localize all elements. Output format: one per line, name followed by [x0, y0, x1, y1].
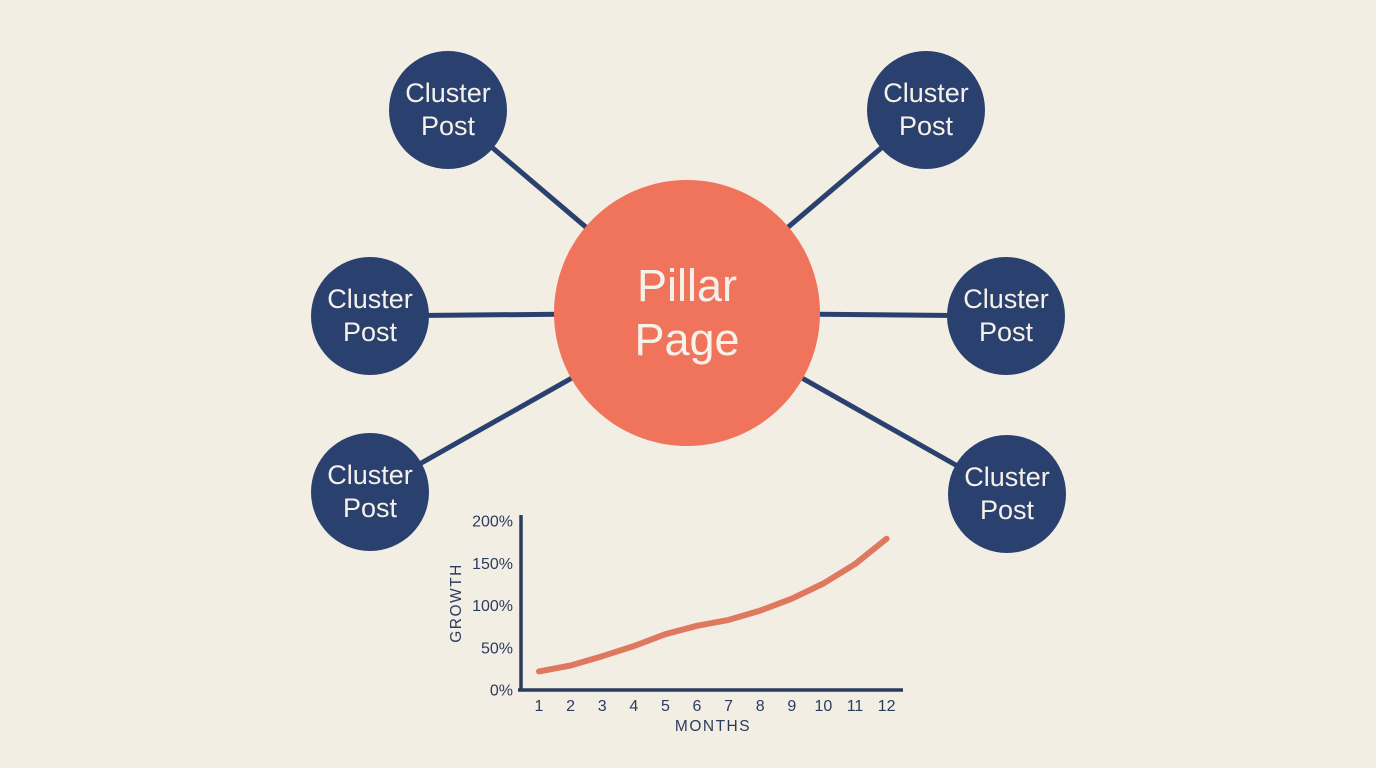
x-tick-label: 5 [661, 698, 670, 715]
x-tick-label: 6 [693, 698, 702, 715]
pillar-page-node: Pillar Page [554, 180, 820, 446]
cluster-post-label: Cluster Post [883, 78, 969, 141]
growth-line [536, 535, 890, 675]
x-tick-label: 1 [535, 698, 544, 715]
y-tick-label: 200% [472, 514, 513, 531]
y-axis-title: GROWTH [448, 563, 465, 643]
cluster-post-label: Cluster Post [405, 78, 491, 141]
cluster-post-node-mid-right: Cluster Post [947, 257, 1065, 375]
x-tick-label: 12 [878, 698, 896, 715]
cluster-post-label: Cluster Post [963, 284, 1049, 347]
x-tick-label: 4 [629, 698, 638, 715]
cluster-post-node-bottom-left: Cluster Post [311, 433, 429, 551]
cluster-post-node-top-right: Cluster Post [867, 51, 985, 169]
x-tick-label: 7 [724, 698, 733, 715]
x-tick-label: 11 [847, 698, 864, 715]
x-axis-title: MONTHS [675, 718, 751, 735]
x-tick-label: 9 [787, 698, 796, 715]
y-tick-label: 100% [472, 598, 513, 615]
cluster-post-label: Cluster Post [327, 284, 413, 347]
pillar-page-label: Pillar Page [634, 260, 740, 365]
cluster-post-label: Cluster Post [327, 460, 413, 523]
y-tick-label: 150% [472, 556, 513, 573]
cluster-post-node-top-left: Cluster Post [389, 51, 507, 169]
x-tick-label: 10 [815, 698, 833, 715]
y-tick-label: 50% [481, 640, 513, 657]
x-tick-label: 8 [756, 698, 765, 715]
x-tick-label: 2 [566, 698, 575, 715]
x-tick-label: 3 [598, 698, 607, 715]
cluster-post-label: Cluster Post [964, 462, 1050, 525]
cluster-post-node-mid-left: Cluster Post [311, 257, 429, 375]
y-tick-label: 0% [490, 683, 513, 700]
cluster-post-node-bottom-right: Cluster Post [948, 435, 1066, 553]
